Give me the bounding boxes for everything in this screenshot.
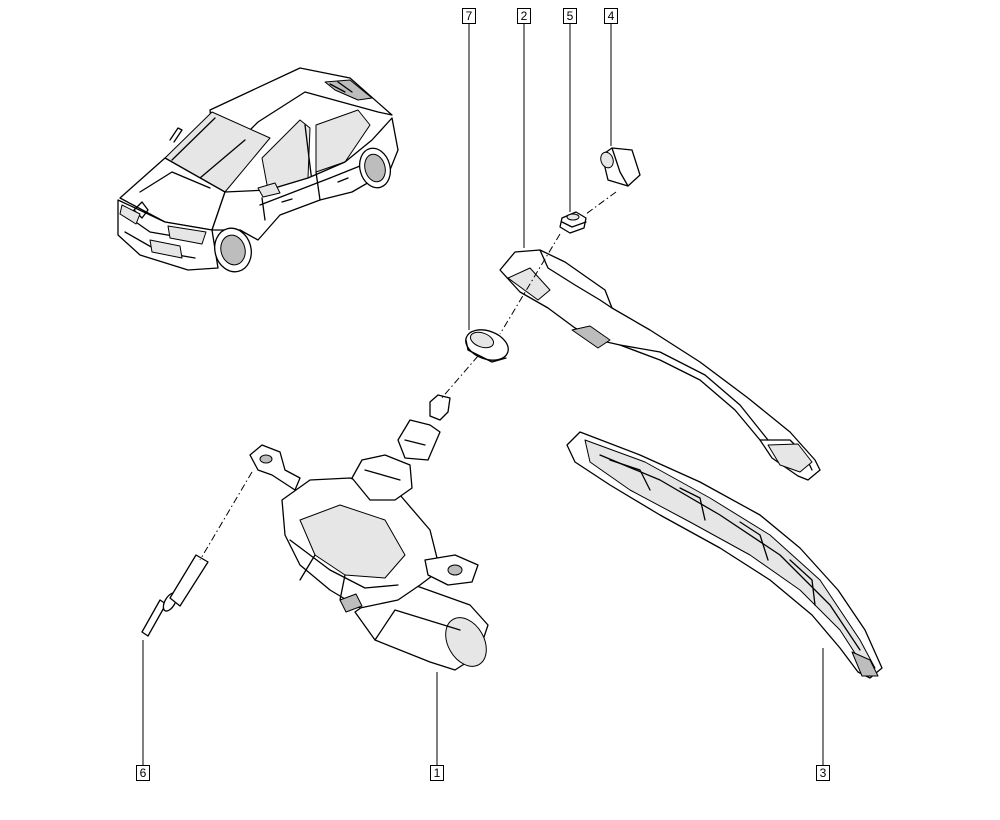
- callout-7: 7: [462, 8, 476, 24]
- rear-wiper-arm: [499, 249, 821, 481]
- callout-1: 1: [430, 765, 444, 781]
- callout-5: 5: [563, 8, 577, 24]
- callout-3: 3: [816, 765, 830, 781]
- spindle-seal-grommet: [465, 329, 509, 363]
- rear-wiper-blade: [566, 431, 883, 679]
- callout-2: 2: [517, 8, 531, 24]
- car-illustration: [117, 67, 399, 273]
- leader-lines: [142, 24, 824, 765]
- mounting-rivet: [141, 554, 209, 637]
- wiper-arm-nut-cap: [600, 147, 641, 187]
- callout-6: 6: [136, 765, 150, 781]
- callout-4: 4: [604, 8, 618, 24]
- wiper-arm-nut: [559, 211, 587, 234]
- rear-wiper-motor: [249, 394, 489, 671]
- assembly-axis-lines: [199, 191, 617, 561]
